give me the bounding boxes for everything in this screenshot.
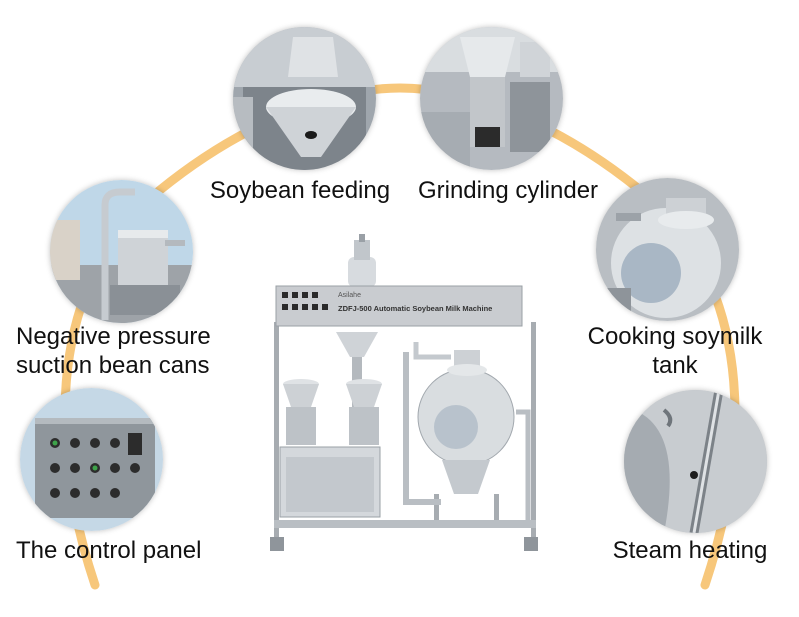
grinding-cylinder-photo (420, 27, 563, 170)
negative-pressure-label-line1: Negative pressure (16, 323, 211, 350)
cooking-tank-label: Cooking soymilk tank (575, 322, 775, 380)
steam-heating-photo (624, 390, 767, 533)
machine-drawing (270, 234, 538, 551)
soybean-feeding-photo (233, 27, 376, 170)
cooking-tank-label-line1: Cooking soymilk (587, 323, 763, 350)
soybean-feeding-label: Soybean feeding (209, 177, 391, 204)
machine-brand: Asilahe (338, 292, 361, 299)
cooking-tank-label-line2: tank (652, 352, 698, 379)
cooking-tank-photo (596, 178, 739, 321)
negative-pressure-label: Negative pressure suction bean cans (16, 322, 246, 380)
soybean-milk-machine: Asilahe ZDFJ-500 Automatic Soybean Milk … (266, 232, 544, 562)
negative-pressure-label-line2: suction bean cans (16, 352, 210, 379)
steam-heating-label: Steam heating (612, 537, 768, 564)
negative-pressure-photo (50, 180, 193, 323)
control-panel-photo (20, 388, 163, 531)
control-panel-label: The control panel (16, 537, 202, 564)
grinding-cylinder-label: Grinding cylinder (417, 177, 599, 204)
machine-model-title: ZDFJ-500 Automatic Soybean Milk Machine (338, 304, 493, 313)
